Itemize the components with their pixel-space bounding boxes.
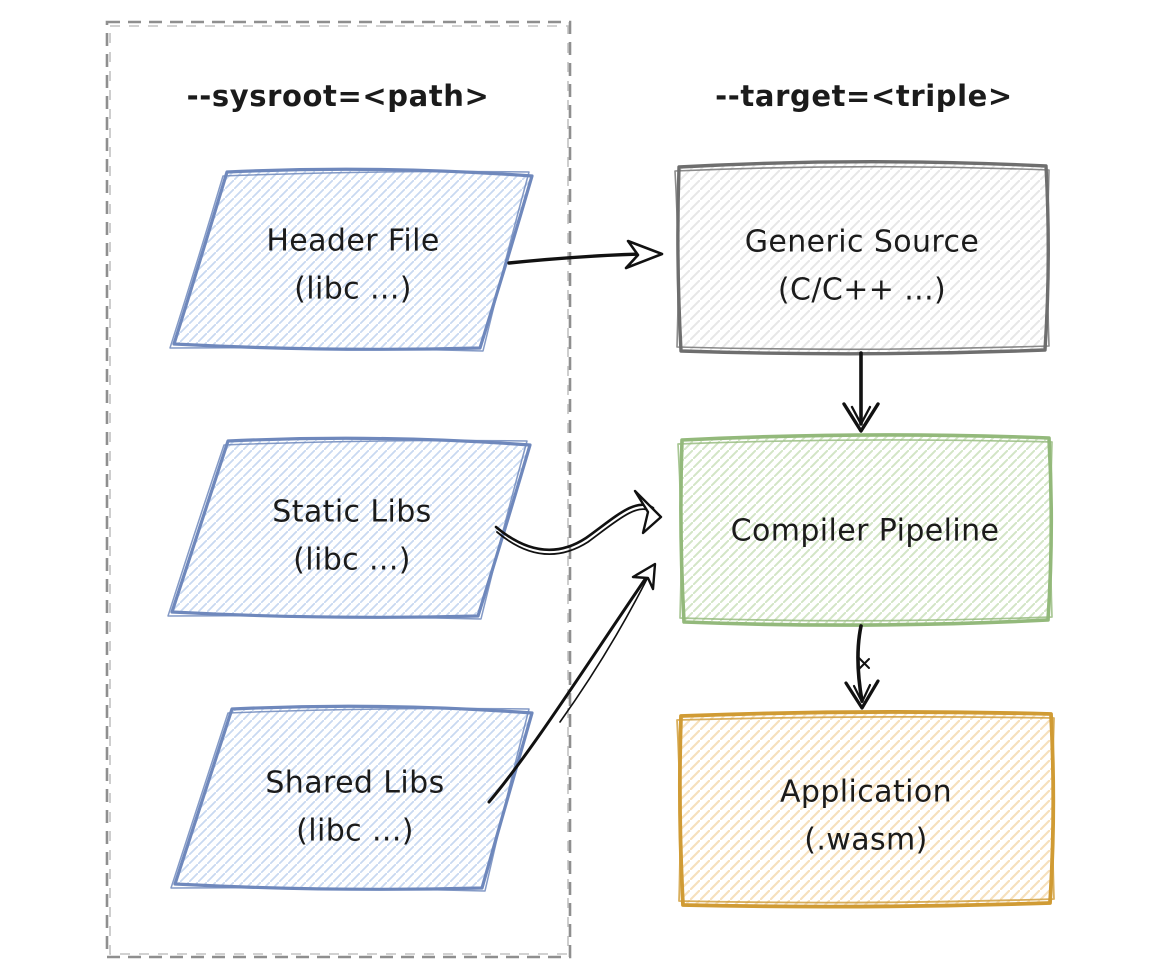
edges-layer: [487, 239, 880, 804]
shared-libs-label: Shared Libs: [265, 765, 445, 801]
arrow-static-to-pipeline: [494, 489, 663, 556]
sysroot-container-border: [105, 20, 572, 959]
generic-source-shape: [674, 160, 1050, 356]
application-shape: [676, 710, 1056, 909]
arrow-header-to-source: [507, 239, 664, 270]
static-libs-shape: [167, 436, 532, 620]
generic-source-sublabel: (C/C++ ...): [777, 272, 947, 308]
arrow-source-to-pipeline: [842, 351, 880, 433]
header-file-label: Header File: [266, 223, 440, 259]
generic-source-label: Generic Source: [744, 224, 980, 260]
application-label: Application: [779, 774, 953, 810]
compiler-pipeline-shape: [677, 433, 1054, 627]
header-file-shape: [169, 167, 534, 352]
arrow-pipeline-to-application: [844, 624, 880, 710]
application-sublabel: (.wasm): [804, 822, 928, 858]
shared-libs-shape: [170, 704, 534, 892]
shared-libs-sublabel: (libc ...): [296, 813, 414, 849]
arrow-shared-to-pipeline: [487, 562, 657, 804]
header-file-sublabel: (libc ...): [294, 271, 412, 307]
static-libs-label: Static Libs: [272, 494, 432, 530]
static-libs-sublabel: (libc ...): [293, 542, 411, 578]
compiler-pipeline-label: Compiler Pipeline: [730, 513, 1000, 549]
sysroot-flag-label: --sysroot=<path>: [186, 79, 490, 113]
target-flag-label: --target=<triple>: [715, 79, 1013, 113]
